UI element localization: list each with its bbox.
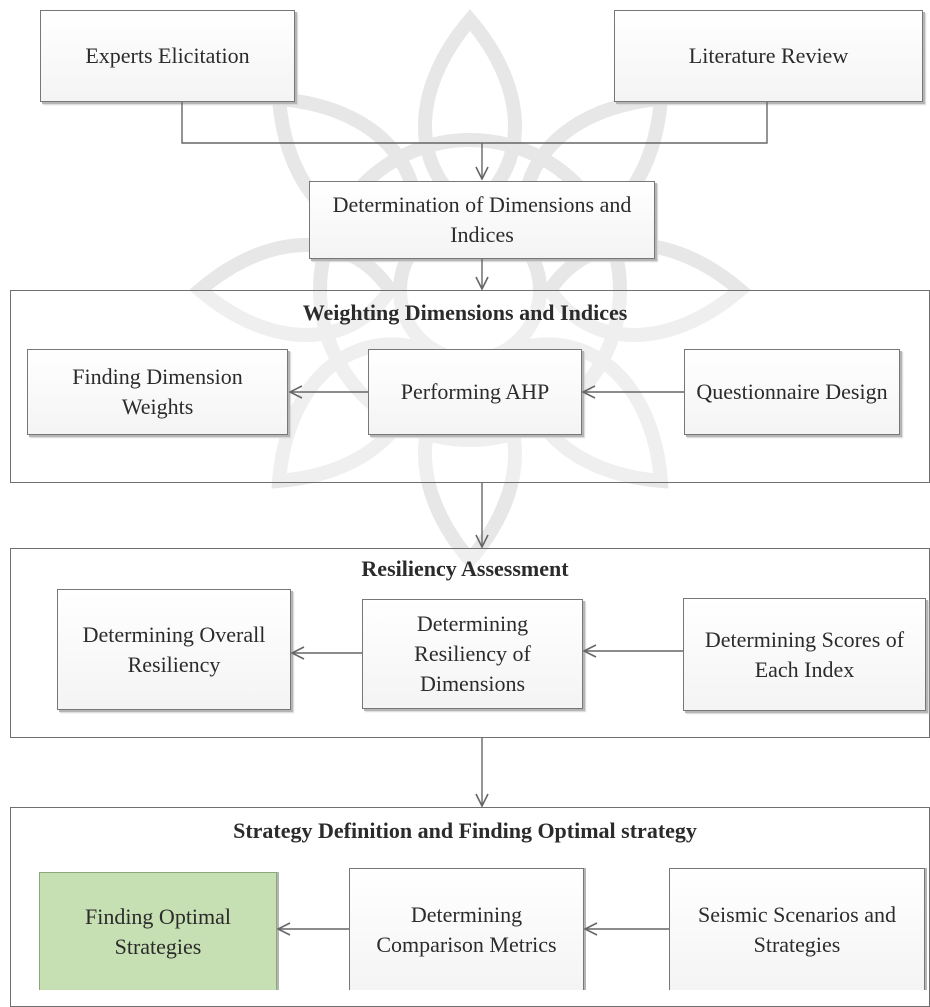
determination-box: Determination of Dimensions and Indices xyxy=(309,181,655,259)
literature-review-label: Literature Review xyxy=(688,43,849,68)
literature-review-box: Literature Review xyxy=(614,10,923,102)
determining-scores-box: Determining Scores of Each Index xyxy=(683,598,926,711)
determining-comparison-metrics-label: Determining Comparison Metrics xyxy=(376,901,557,957)
determining-resiliency-of-dimensions-box: Determining Resiliency of Dimensions xyxy=(362,599,583,709)
determining-comparison-metrics-box: Determining Comparison Metrics xyxy=(349,868,584,990)
finding-optimal-strategies-box: Finding Optimal Strategies xyxy=(39,872,277,990)
determining-resiliency-of-dimensions-label: Determining Resiliency of Dimensions xyxy=(414,611,531,696)
seismic-scenarios-box: Seismic Scenarios and Strategies xyxy=(669,868,925,990)
questionnaire-design-box: Questionnaire Design xyxy=(684,349,900,435)
weighting-title: Weighting Dimensions and Indices xyxy=(302,300,628,325)
experts-connector xyxy=(181,102,482,144)
determining-scores-label: Determining Scores of Each Index xyxy=(704,626,905,682)
finding-optimal-strategies-label: Finding Optimal Strategies xyxy=(84,903,232,959)
finding-dimension-weights-box: Finding Dimension Weights xyxy=(27,349,288,435)
determining-overall-resiliency-box: Determining Overall Resiliency xyxy=(57,589,291,710)
performing-ahp-label: Performing AHP xyxy=(400,379,550,404)
questionnaire-design-label: Questionnaire Design xyxy=(696,379,888,404)
performing-ahp-box: Performing AHP xyxy=(368,349,582,435)
strategy-title: Strategy Definition and Finding Optimal … xyxy=(233,818,697,843)
literature-connector xyxy=(482,102,768,144)
determining-overall-resiliency-label: Determining Overall Resiliency xyxy=(82,621,266,677)
resiliency-title: Resiliency Assessment xyxy=(361,556,569,581)
experts-elicitation-label: Experts Elicitation xyxy=(85,43,250,68)
determination-label: Determination of Dimensions and Indices xyxy=(332,192,632,247)
finding-dimension-weights-label: Finding Dimension Weights xyxy=(72,364,243,419)
experts-elicitation-box: Experts Elicitation xyxy=(40,10,295,102)
seismic-scenarios-label: Seismic Scenarios and Strategies xyxy=(698,901,896,957)
